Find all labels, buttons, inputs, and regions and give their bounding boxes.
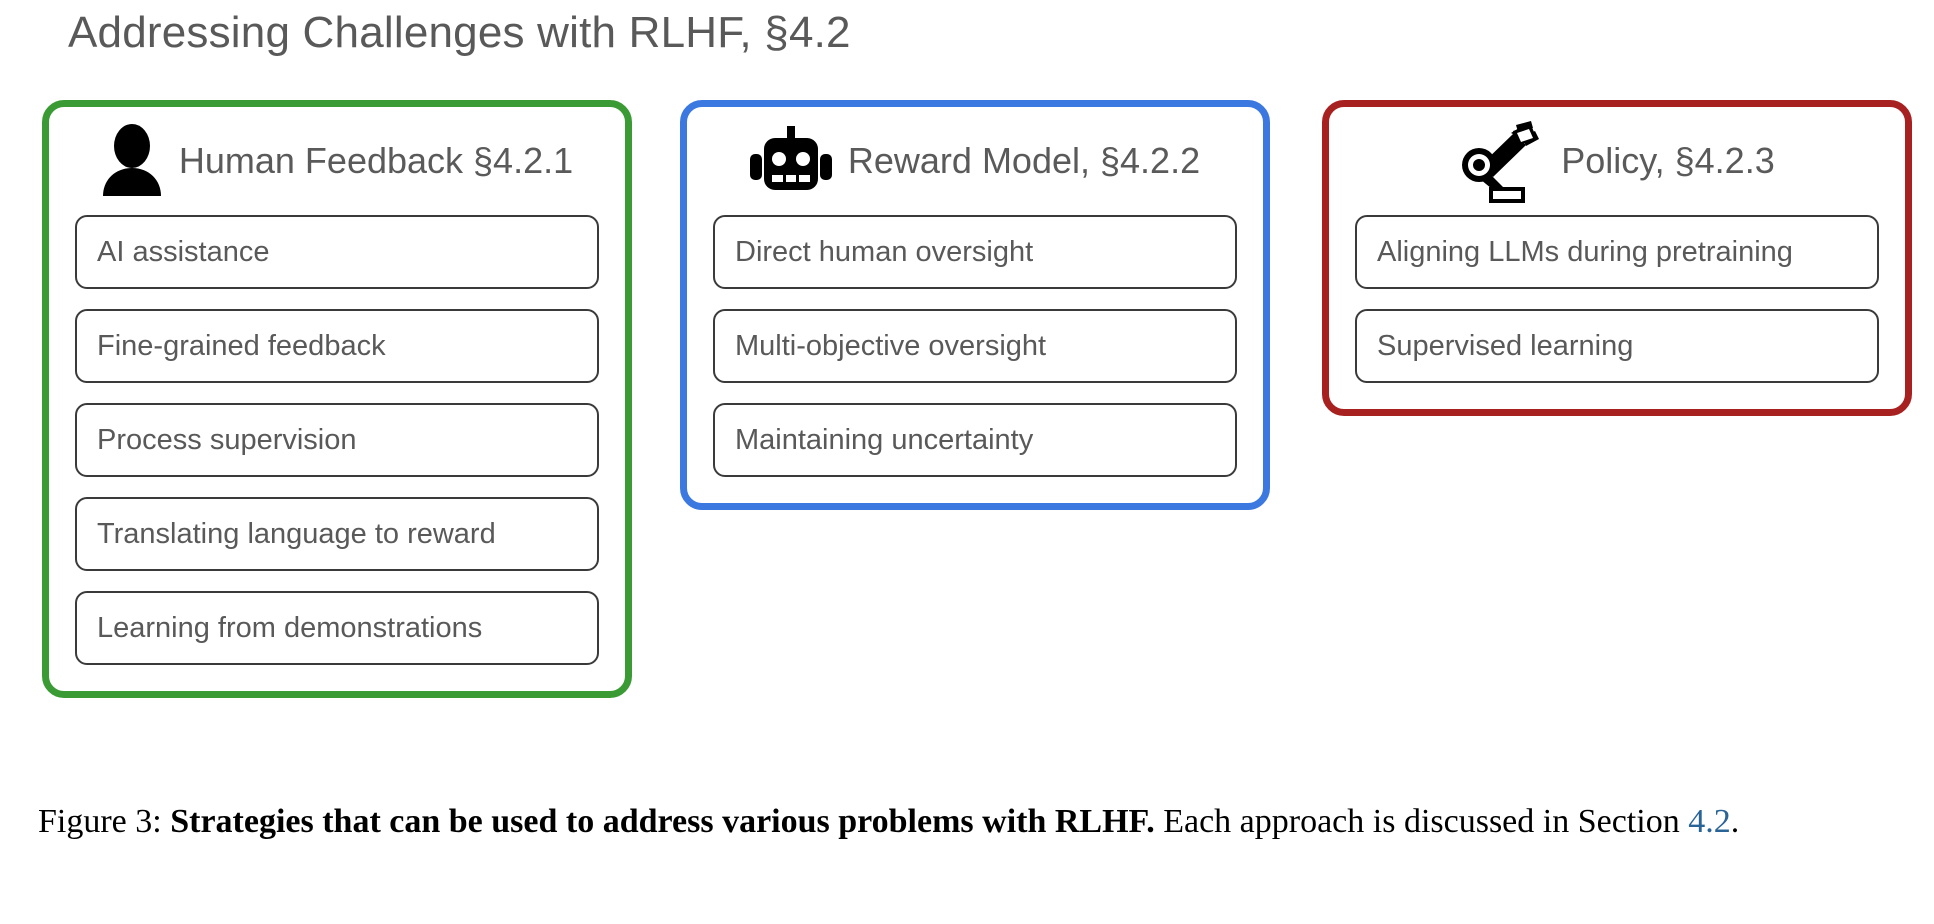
panel-header-human-feedback: Human Feedback §4.2.1 bbox=[49, 107, 625, 215]
list-item-label: Aligning LLMs during pretraining bbox=[1377, 235, 1793, 268]
panel-body-policy: Aligning LLMs during pretraining Supervi… bbox=[1329, 215, 1905, 409]
figure-caption: Figure 3: Strategies that can be used to… bbox=[38, 800, 1914, 844]
person-silhouette-icon bbox=[101, 124, 163, 198]
list-item[interactable]: Direct human oversight bbox=[713, 215, 1237, 289]
list-item[interactable]: Supervised learning bbox=[1355, 309, 1879, 383]
list-item-label: AI assistance bbox=[97, 235, 270, 268]
list-item[interactable]: Fine-grained feedback bbox=[75, 309, 599, 383]
panel-header-policy: Policy, §4.2.3 bbox=[1329, 107, 1905, 215]
list-item-label: Supervised learning bbox=[1377, 329, 1634, 362]
section-reference-link[interactable]: 4.2 bbox=[1688, 803, 1731, 840]
panel-human-feedback: Human Feedback §4.2.1 AI assistance Fine… bbox=[42, 100, 632, 698]
panel-title-policy: Policy, §4.2.3 bbox=[1561, 140, 1775, 181]
panel-reward-model: Reward Model, §4.2.2 Direct human oversi… bbox=[680, 100, 1270, 510]
list-item[interactable]: Maintaining uncertainty bbox=[713, 403, 1237, 477]
panels-container: Human Feedback §4.2.1 AI assistance Fine… bbox=[0, 100, 1934, 760]
robot-head-icon bbox=[749, 126, 832, 196]
caption-figure-label: Figure 3: bbox=[38, 803, 171, 840]
panel-policy: Policy, §4.2.3 Aligning LLMs during pret… bbox=[1322, 100, 1912, 416]
list-item-label: Process supervision bbox=[97, 423, 357, 456]
page-title: Addressing Challenges with RLHF, §4.2 bbox=[68, 8, 851, 57]
list-item[interactable]: Process supervision bbox=[75, 403, 599, 477]
list-item-label: Translating language to reward bbox=[97, 517, 496, 550]
panel-title-human-feedback: Human Feedback §4.2.1 bbox=[178, 140, 574, 181]
caption-bold-summary: Strategies that can be used to address v… bbox=[170, 803, 1155, 840]
list-item-label: Multi-objective oversight bbox=[735, 329, 1047, 362]
panel-body-human-feedback: AI assistance Fine-grained feedback Proc… bbox=[49, 215, 625, 691]
list-item[interactable]: Aligning LLMs during pretraining bbox=[1355, 215, 1879, 289]
list-item[interactable]: Learning from demonstrations bbox=[75, 591, 599, 665]
panel-body-reward-model: Direct human oversight Multi-objective o… bbox=[687, 215, 1263, 503]
panel-title-reward-model: Reward Model, §4.2.2 bbox=[847, 140, 1201, 181]
panel-header-reward-model: Reward Model, §4.2.2 bbox=[687, 107, 1263, 215]
list-item[interactable]: Multi-objective oversight bbox=[713, 309, 1237, 383]
robot-arm-icon bbox=[1459, 119, 1545, 203]
caption-text-before-link: Each approach is discussed in Section bbox=[1154, 803, 1689, 840]
list-item-label: Direct human oversight bbox=[735, 235, 1034, 268]
list-item-label: Learning from demonstrations bbox=[97, 611, 483, 644]
list-item-label: Fine-grained feedback bbox=[97, 329, 386, 362]
list-item[interactable]: AI assistance bbox=[75, 215, 599, 289]
list-item-label: Maintaining uncertainty bbox=[735, 423, 1034, 456]
list-item[interactable]: Translating language to reward bbox=[75, 497, 599, 571]
caption-text-after-link: . bbox=[1730, 803, 1740, 840]
